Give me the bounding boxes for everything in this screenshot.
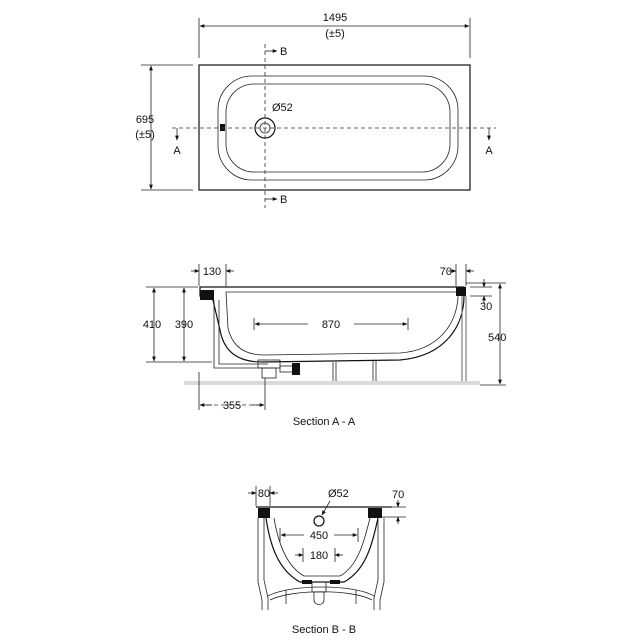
bath-basin-inner xyxy=(225,83,451,173)
aa-dim-540: 540 xyxy=(488,332,506,344)
bb-dim-70: 70 xyxy=(392,489,404,501)
section-bb-trap xyxy=(311,581,327,593)
aa-dim-70: 70 xyxy=(440,266,452,278)
section-bb-left-support xyxy=(257,518,269,610)
section-aa-body-inner xyxy=(225,291,459,356)
section-bb-view: 80 Ø52 70 450 180 Section B - B xyxy=(248,486,406,636)
bath-outline xyxy=(198,64,471,191)
section-aa-left-flange xyxy=(200,290,214,300)
section-a-left-label: A xyxy=(173,145,181,157)
section-a-right-label: A xyxy=(485,145,493,157)
bb-dim-180: 180 xyxy=(310,550,328,562)
section-aa-caption: Section A - A xyxy=(293,416,356,428)
section-b-bottom-label: B xyxy=(280,194,287,206)
length-value: 1495 xyxy=(323,12,347,24)
section-bb-left-flange xyxy=(258,508,270,518)
overflow-marker xyxy=(220,124,225,131)
plan-waste-dia-label: Ø52 xyxy=(272,102,293,114)
section-bb-right-support xyxy=(373,518,385,610)
aa-dim-355: 355 xyxy=(223,400,241,412)
section-aa-view: 130 70 410 390 870 30 540 xyxy=(143,264,506,428)
bb-dim-80: 80 xyxy=(258,488,270,500)
section-aa-right-flange xyxy=(456,287,466,296)
aa-dim-130: 130 xyxy=(203,266,221,278)
section-aa-floor xyxy=(184,381,480,385)
length-tolerance: (±5) xyxy=(325,28,344,40)
aa-dim-30: 30 xyxy=(480,301,492,313)
width-tolerance: (±5) xyxy=(135,129,154,141)
section-bb-rail xyxy=(267,586,375,601)
bb-dim-450: 450 xyxy=(310,530,328,542)
section-b-top-label: B xyxy=(280,46,287,58)
section-aa-overflow-pipe xyxy=(213,300,268,369)
section-bb-waste xyxy=(313,515,325,527)
aa-dim-410: 410 xyxy=(143,319,161,331)
aa-dim-390: 390 xyxy=(175,319,193,331)
width-value: 695 xyxy=(136,114,154,126)
aa-dim-870: 870 xyxy=(322,319,340,331)
bath-basin-outer xyxy=(217,75,459,181)
bb-waste-dia-label: Ø52 xyxy=(328,488,349,500)
section-bb-body-inner xyxy=(273,517,371,577)
plan-view: 1495 (±5) 695 (±5) A A B B Ø52 xyxy=(135,12,496,208)
section-bb-right-flange xyxy=(368,508,382,518)
section-bb-caption: Section B - B xyxy=(292,624,356,636)
